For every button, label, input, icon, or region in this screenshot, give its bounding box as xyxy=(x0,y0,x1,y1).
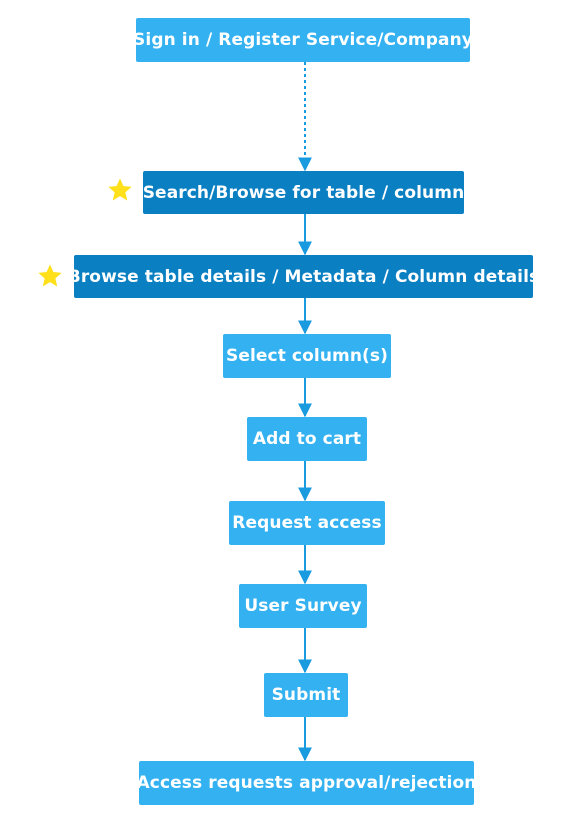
step-select-columns[interactable]: Select column(s) xyxy=(223,334,391,378)
step-sign-in-register[interactable]: Sign in / Register Service/Company xyxy=(133,18,473,62)
step-request-access[interactable]: Request access xyxy=(229,501,385,545)
step-submit[interactable]: Submit xyxy=(264,673,348,717)
step-label: Sign in / Register Service/Company xyxy=(133,30,473,50)
step-label: Request access xyxy=(232,513,382,533)
step-browse-table-details[interactable]: Browse table details / Metadata / Column… xyxy=(68,255,539,298)
step-label: Select column(s) xyxy=(225,346,388,366)
star-icon xyxy=(108,178,132,201)
step-search-browse[interactable]: Search/Browse for table / column xyxy=(143,171,464,214)
step-label: Submit xyxy=(271,685,341,705)
step-label: Browse table details / Metadata / Column… xyxy=(67,266,540,287)
step-access-approval-rejection[interactable]: Access requests approval/rejection xyxy=(136,761,477,805)
step-label: User Survey xyxy=(244,596,362,616)
step-user-survey[interactable]: User Survey xyxy=(239,584,367,628)
step-label: Search/Browse for table / column xyxy=(142,182,465,203)
step-label: Access requests approval/rejection xyxy=(136,773,477,793)
star-icon xyxy=(38,264,62,287)
step-label: Add to cart xyxy=(252,429,362,449)
step-add-to-cart[interactable]: Add to cart xyxy=(247,417,367,461)
